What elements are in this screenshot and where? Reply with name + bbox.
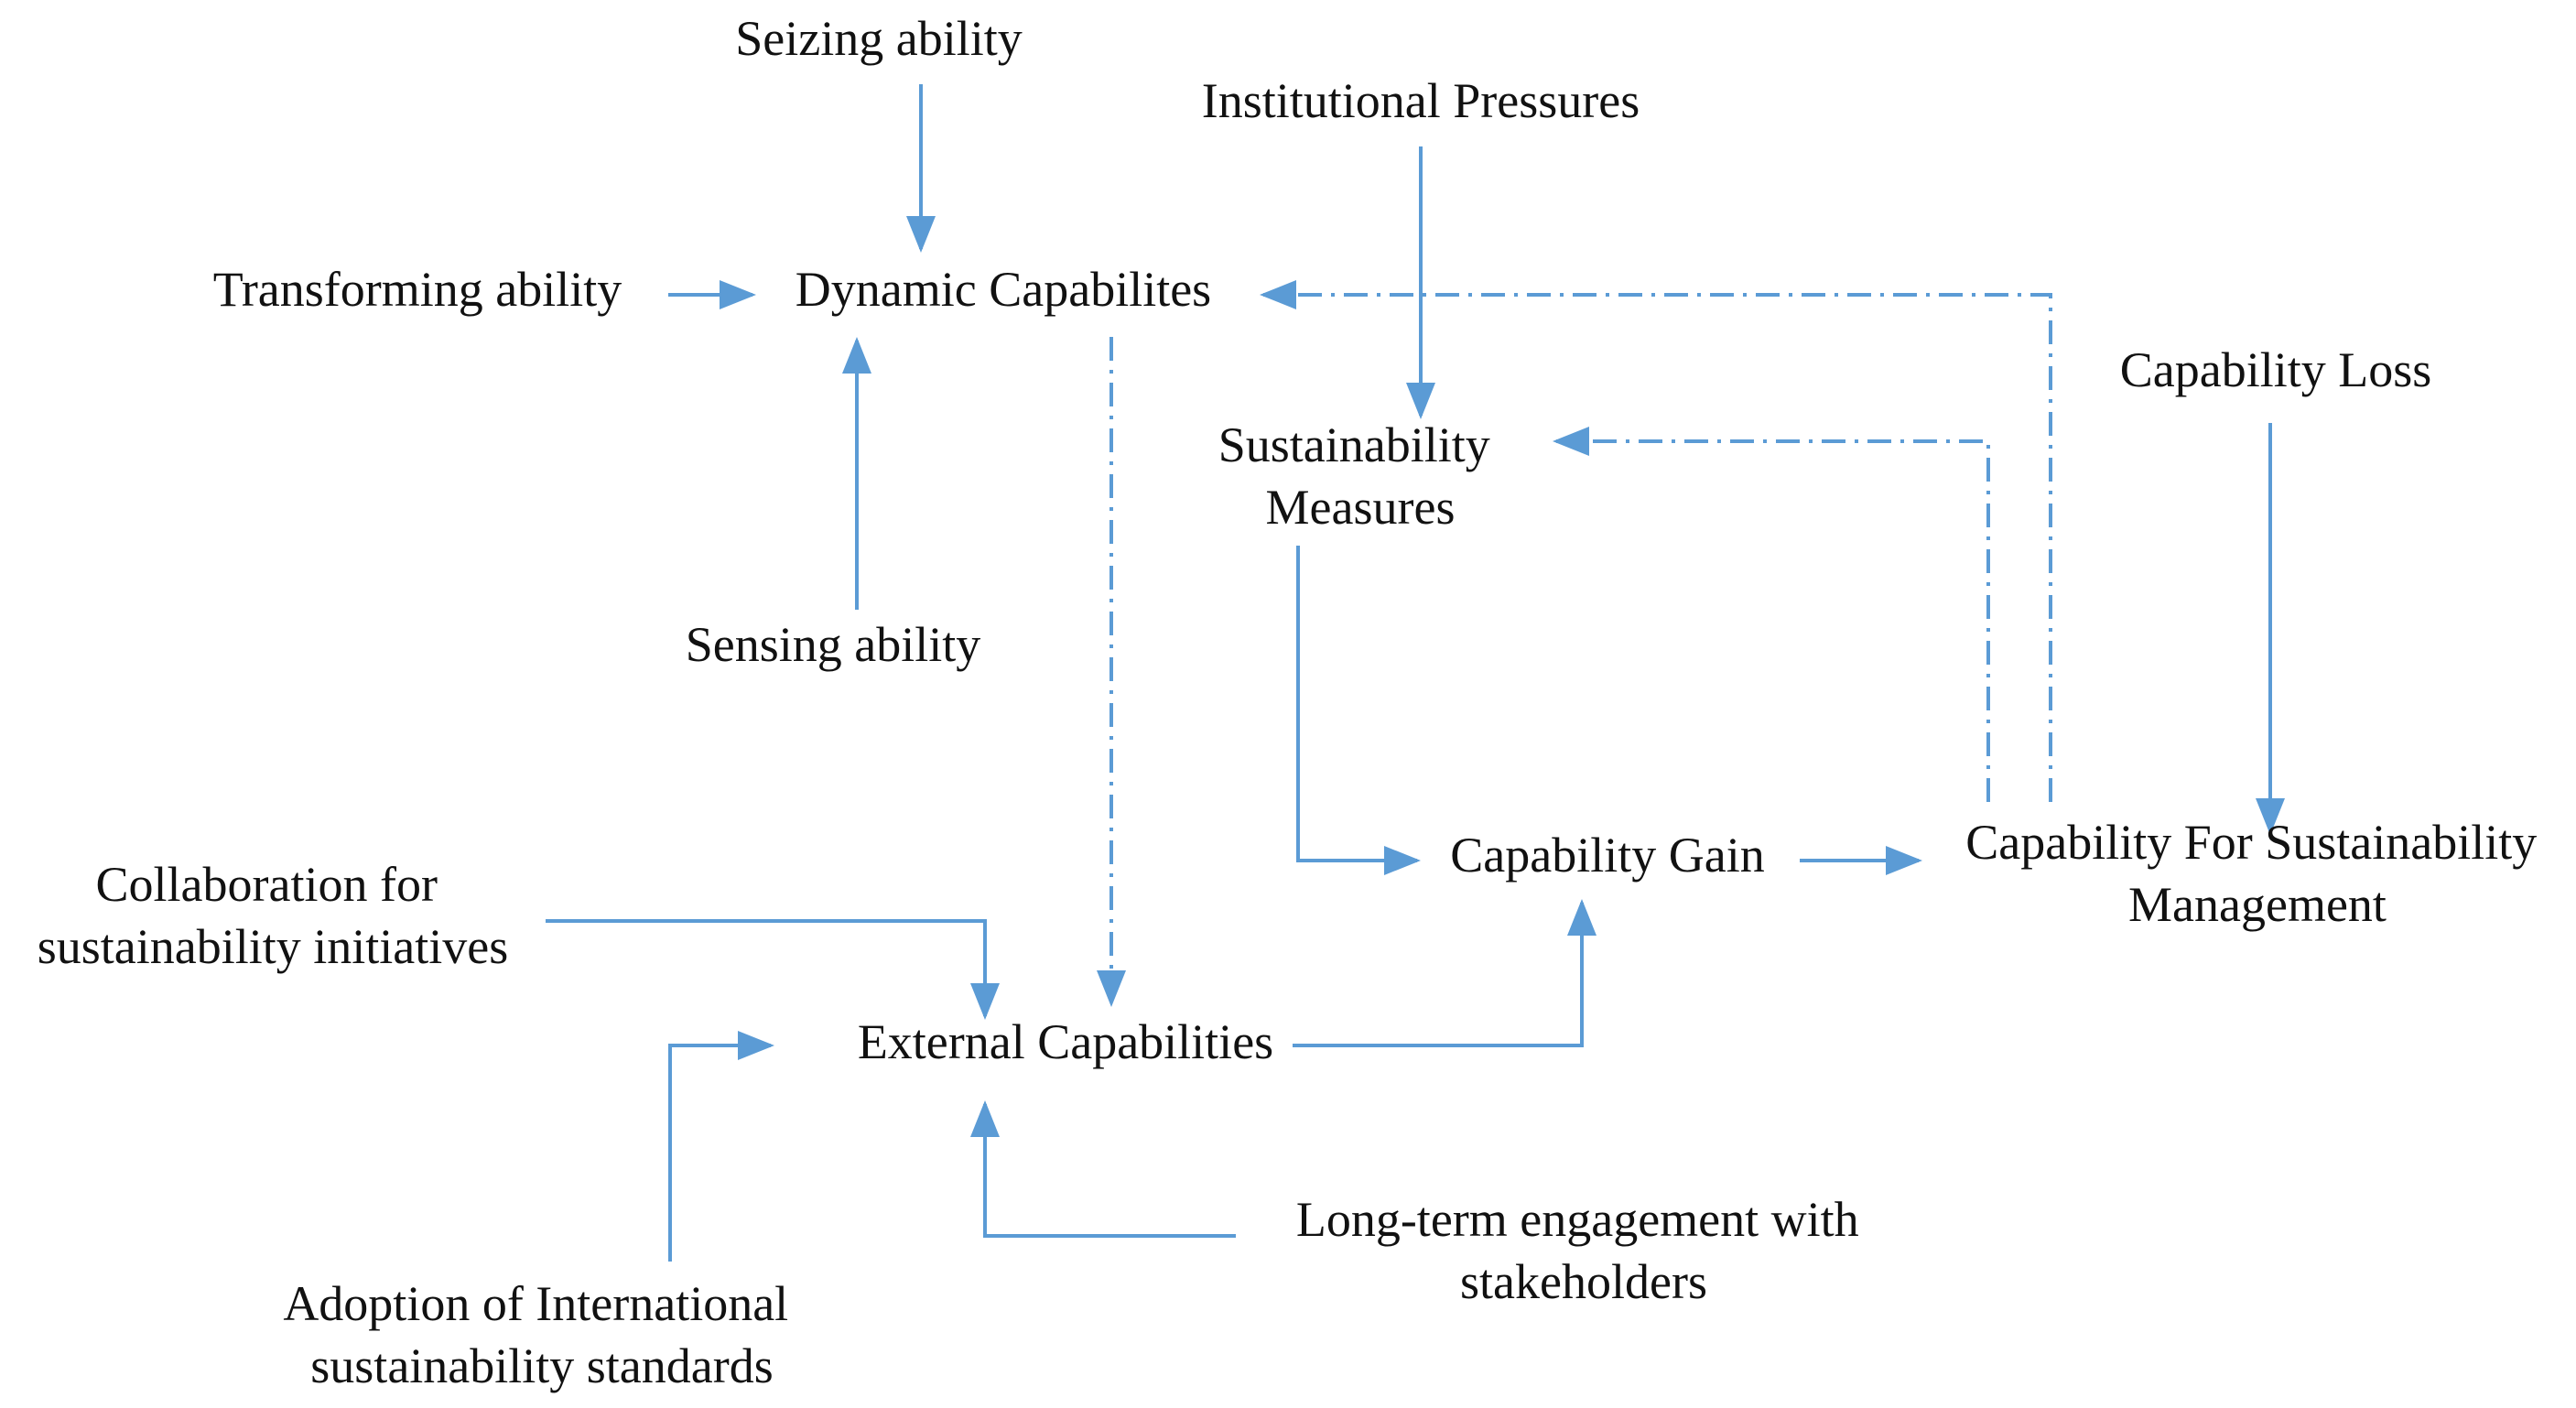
node-transforming-ability: Transforming ability bbox=[213, 262, 622, 317]
node-capability-loss: Capability Loss bbox=[2120, 342, 2431, 397]
edge-long-term-to-external bbox=[970, 1100, 1236, 1238]
node-dynamic-capabilites: Dynamic Capabilites bbox=[796, 262, 1211, 317]
nodes: Seizing ability Institutional Pressures … bbox=[38, 11, 2549, 1393]
edge-capability-for-to-dynamic bbox=[1260, 280, 2052, 802]
edges bbox=[546, 84, 2285, 1262]
edge-external-to-gain bbox=[1293, 899, 1596, 1047]
node-collaboration-for-sustainability-initiatives: Collaboration for sustainability initiat… bbox=[38, 857, 508, 974]
edge-adoption-to-external bbox=[668, 1031, 774, 1262]
edge-capability-for-to-measures bbox=[1553, 427, 1990, 802]
node-sensing-ability: Sensing ability bbox=[686, 617, 981, 672]
node-sustainability-measures: Sustainability Measures bbox=[1218, 417, 1503, 535]
node-capability-gain: Capability Gain bbox=[1450, 828, 1764, 883]
node-seizing-ability: Seizing ability bbox=[735, 11, 1022, 66]
node-long-term-engagement-with-stakeholders: Long-term engagement with stakeholders bbox=[1296, 1192, 1871, 1309]
node-external-capabilities: External Capabilities bbox=[858, 1014, 1273, 1069]
edge-measures-to-gain bbox=[1296, 546, 1421, 875]
edge-collaboration-to-external bbox=[546, 919, 1000, 1020]
node-capability-for-sustainability-management: Capability For Sustainability Management bbox=[1965, 815, 2549, 932]
node-adoption-of-international-sustainability-standards: Adoption of International sustainability… bbox=[283, 1276, 800, 1393]
node-institutional-pressures: Institutional Pressures bbox=[1202, 73, 1640, 128]
